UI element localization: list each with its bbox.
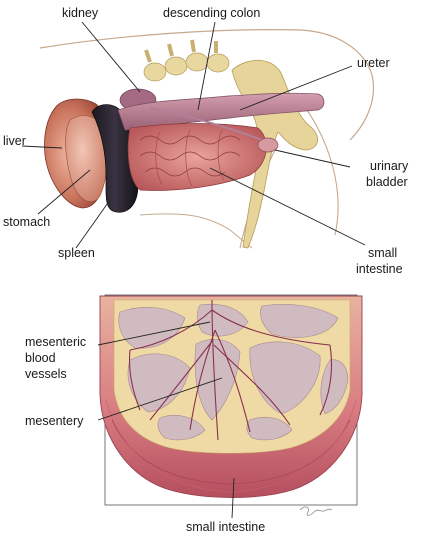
label-ureter: ureter: [357, 56, 390, 70]
label-mesenteric-line3: vessels: [25, 367, 67, 381]
label-urinary-line1: urinary: [370, 159, 409, 173]
label-descending-colon: descending colon: [163, 6, 260, 20]
artist-signature: [299, 506, 333, 516]
mesenteric-blood-vessels: [128, 299, 333, 441]
ureter-shape: [149, 107, 263, 141]
small-intestine-coils: [127, 123, 267, 191]
label-urinary-line2: bladder: [366, 175, 408, 189]
label-kidney: kidney: [62, 6, 99, 20]
descending-colon-shape: [117, 92, 325, 131]
body-outline: [39, 29, 374, 141]
label-mesenteric-line1: mesenteric: [25, 335, 86, 349]
label-liver: liver: [3, 134, 26, 148]
top-leader-lines: [21, 21, 366, 249]
label-stomach: stomach: [3, 215, 50, 229]
bottom-leader-lines: [97, 321, 235, 519]
top-abdomen-diagram: kidney descending colon ureter liver uri…: [3, 6, 409, 276]
label-small-line1: small: [368, 246, 397, 260]
label-small-intestine-bottom: small intestine: [186, 520, 265, 534]
label-spleen: spleen: [58, 246, 95, 260]
urinary-bladder-shape: [257, 137, 279, 153]
label-small-line2: intestine: [356, 262, 403, 276]
vertebrae: [143, 39, 230, 82]
label-mesenteric-line2: blood: [25, 351, 56, 365]
label-mesentery: mesentery: [25, 414, 84, 428]
bottom-mesentery-diagram: mesenteric blood vessels mesentery small…: [25, 294, 363, 534]
lower-body-outline: [139, 213, 253, 249]
